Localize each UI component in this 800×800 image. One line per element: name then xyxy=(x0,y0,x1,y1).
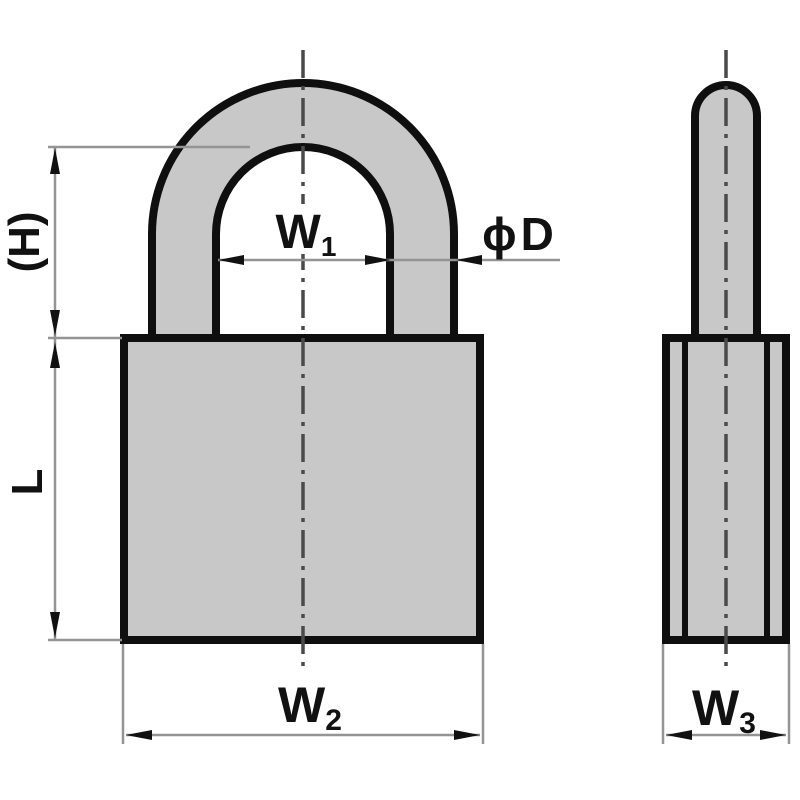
h-arrow-up-icon xyxy=(50,148,60,174)
w2-arrow-left-icon xyxy=(126,730,152,740)
w2-arrow-right-icon xyxy=(454,730,480,740)
w1-label-background xyxy=(274,204,342,254)
w1-arrow-left-icon xyxy=(218,255,244,265)
dimension-h: (H) xyxy=(0,145,250,640)
front-shackle-shape xyxy=(148,79,458,359)
side-view xyxy=(662,50,790,667)
h-arrow-down-icon xyxy=(50,310,60,336)
w3-dimension-label: W3 xyxy=(692,680,756,740)
w1-dimension-label: W1 xyxy=(276,206,337,262)
phi-d-dimension-label: ϕD xyxy=(482,208,558,260)
dimension-w3: W3 xyxy=(661,644,791,744)
dimension-l: L xyxy=(3,342,122,642)
w3-arrow-left-icon xyxy=(666,730,692,740)
w1-arrow-right-icon xyxy=(365,255,391,265)
l-dimension-label: L xyxy=(3,469,52,496)
dimension-w2: W2 xyxy=(121,644,485,744)
w3-arrow-right-icon xyxy=(760,730,786,740)
front-view xyxy=(120,50,484,672)
l-arrow-down-icon xyxy=(50,612,60,638)
side-shackle-shape xyxy=(691,81,761,364)
dimension-w1: W1 ϕD xyxy=(218,204,560,265)
phi-d-leader-arrow-icon xyxy=(456,255,482,265)
l-arrow-up-icon xyxy=(50,342,60,368)
w2-dimension-label: W2 xyxy=(278,677,342,737)
h-dimension-label: (H) xyxy=(0,211,49,272)
